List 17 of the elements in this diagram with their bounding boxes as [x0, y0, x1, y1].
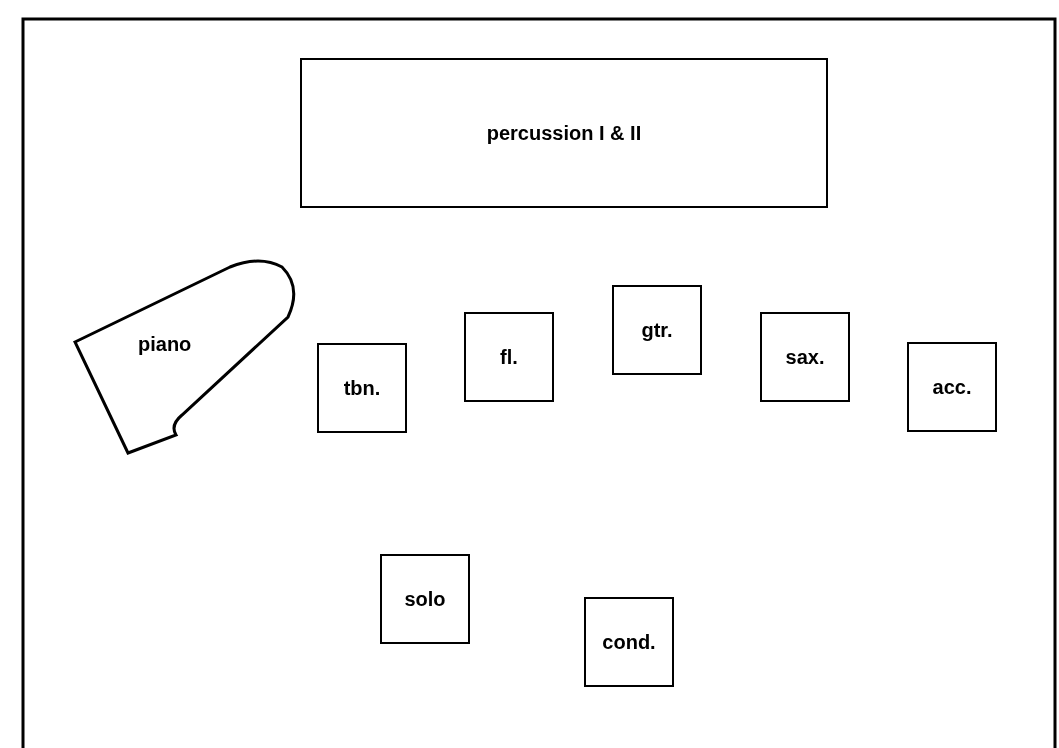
- instrument-position-box: [760, 312, 850, 402]
- instrument-label: acc.: [932, 375, 972, 399]
- instrument-position-box: [380, 554, 470, 644]
- instrument-label: piano: [138, 333, 192, 356]
- instrument-label: sax.: [785, 345, 825, 369]
- instrument-position-box: [317, 343, 407, 433]
- instrument-label: tbn.: [343, 376, 381, 400]
- instrument-position-box: [300, 58, 828, 208]
- instrument-label: solo: [404, 587, 446, 611]
- instrument-label: gtr.: [641, 318, 673, 342]
- instrument-position-box: [584, 597, 674, 687]
- instrument-label: cond.: [602, 630, 656, 654]
- instrument-position-box: [907, 342, 997, 432]
- instrument-label: fl.: [500, 345, 518, 369]
- instrument-position-box: [612, 285, 702, 375]
- instrument-position-box: [464, 312, 554, 402]
- instrument-label: percussion I & II: [486, 121, 642, 145]
